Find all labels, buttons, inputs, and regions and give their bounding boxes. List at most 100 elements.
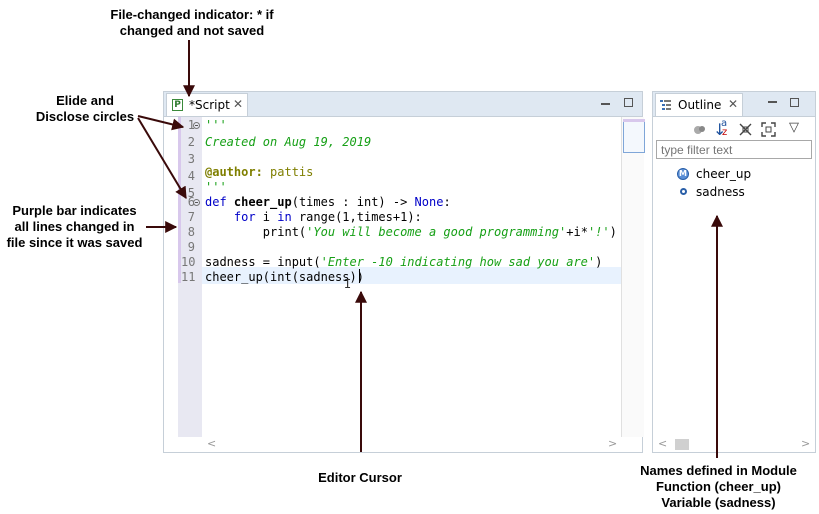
ibeam-cursor-icon: I	[344, 277, 352, 291]
line-number: 8	[187, 225, 195, 239]
scroll-left-icon[interactable]: <	[658, 437, 668, 450]
scroll-left-icon[interactable]: <	[207, 437, 217, 450]
code-text: )	[609, 225, 617, 239]
outline-panel[interactable]: Outline ✕ ↓ a z ▽ M cheer_up sadness < >	[652, 91, 816, 453]
maximize-icon[interactable]	[624, 98, 633, 107]
purple-bar-annotation-line-3: file since it was saved	[6, 235, 143, 250]
outline-item-sadness[interactable]: sadness	[696, 185, 745, 199]
code-text: sadness = input(	[205, 255, 321, 269]
elide-annotation: Elide and Disclose circles	[20, 93, 150, 125]
keyword: def	[205, 195, 227, 209]
code-text: +i*	[566, 225, 588, 239]
view-menu-icon[interactable]: ▽	[789, 120, 799, 135]
changed-lines-bar	[178, 117, 181, 283]
code-text: cheer_up(int(sadness))	[205, 270, 364, 284]
maximize-icon[interactable]	[790, 98, 799, 107]
outline-item-cheer-up[interactable]: cheer_up	[696, 167, 752, 181]
keyword: for	[205, 210, 256, 224]
code-line-4[interactable]: @author: pattis	[205, 165, 313, 179]
string-literal: 'You will become a good programming'	[306, 225, 567, 239]
horizontal-scrollbar[interactable]: < >	[202, 436, 621, 452]
current-line-highlight	[202, 267, 621, 284]
line-number: 10	[181, 255, 196, 269]
line-number: 2	[187, 135, 195, 149]
editor-tabbar: P *Script ✕	[164, 92, 642, 117]
code-line-5[interactable]: '''	[205, 180, 227, 194]
line-number: 7	[187, 210, 195, 224]
names-annotation-line-3: Variable (sadness)	[661, 495, 776, 510]
editor-panel[interactable]: P *Script ✕ 1 2 3 4 5 6 7 8 9 10 11 ''' …	[163, 91, 645, 453]
arrow-elide-bottom	[137, 117, 187, 200]
close-icon[interactable]: ✕	[233, 97, 244, 111]
file-changed-annotation-line-2: changed and not saved	[119, 23, 265, 38]
file-changed-annotation: File-changed indicator: * if changed and…	[97, 7, 287, 39]
keyword: None	[414, 195, 444, 209]
code-text: )	[595, 255, 603, 269]
line-number: 11	[181, 270, 196, 284]
line-number: 4	[187, 169, 195, 183]
code-text: range(1,times+1):	[291, 210, 422, 224]
code-line-6[interactable]: def cheer_up(times : int) -> None:	[205, 195, 451, 209]
outline-filter-input[interactable]	[656, 140, 812, 159]
keyword: in	[277, 210, 292, 224]
line-number: 3	[187, 152, 195, 166]
close-icon[interactable]: ✕	[728, 97, 739, 111]
function-name: cheer_up	[226, 195, 292, 209]
string-literal: 'Enter -10 indicating how sad you are'	[320, 255, 596, 269]
names-annotation: Names defined in Module Function (cheer_…	[626, 463, 811, 511]
change-marker	[623, 119, 645, 122]
file-changed-annotation-line-1: File-changed indicator: * if	[110, 7, 274, 22]
line-number: 1	[187, 118, 195, 132]
text-cursor	[359, 269, 360, 283]
arrow-elide-top	[137, 115, 185, 131]
minimize-icon[interactable]	[768, 101, 777, 103]
names-annotation-line-1: Names defined in Module	[640, 463, 797, 478]
hide-fields-icon[interactable]	[693, 124, 707, 136]
purple-bar-annotation-line-2: all lines changed in	[14, 219, 135, 234]
sort-a-label: a	[721, 118, 728, 129]
collapse-all-icon[interactable]	[739, 123, 752, 136]
tab-outline[interactable]: Outline ✕	[655, 93, 743, 116]
outline-icon	[660, 100, 671, 110]
code-text: :	[443, 195, 451, 209]
sort-z-label: z	[722, 127, 728, 138]
code-line-10[interactable]: sadness = input('Enter -10 indicating ho…	[205, 255, 602, 269]
elide-annotation-line-2: Disclose circles	[35, 109, 135, 124]
horizontal-scrollbar[interactable]: < >	[653, 436, 815, 452]
code-line-8[interactable]: print('You will become a good programmin…	[205, 225, 617, 239]
elide-annotation-line-1: Elide and	[56, 93, 114, 108]
docstring: '''	[205, 118, 227, 132]
tab-script[interactable]: P *Script ✕	[166, 93, 248, 116]
purple-bar-annotation-line-1: Purple bar indicates	[12, 203, 137, 218]
python-file-icon: P	[172, 99, 183, 111]
collapse-circle-icon[interactable]	[193, 122, 200, 129]
docstring: Created on Aug 19, 2019	[205, 135, 372, 149]
code-text: i	[255, 210, 278, 224]
code-line-2[interactable]: Created on Aug 19, 2019	[205, 135, 371, 149]
line-number: 5	[187, 186, 195, 200]
code-line-7[interactable]: for i in range(1,times+1):	[205, 210, 422, 224]
collapse-circle-icon[interactable]	[193, 199, 200, 206]
purple-bar-annotation: Purple bar indicates all lines changed i…	[2, 203, 147, 251]
line-number: 9	[187, 240, 195, 254]
sort-az-icon[interactable]: ↓	[713, 120, 727, 139]
names-annotation-line-2: Function (cheer_up)	[656, 479, 781, 494]
scroll-right-icon[interactable]: >	[801, 437, 811, 450]
line-number-gutter	[178, 117, 202, 437]
code-text: print(	[205, 225, 307, 239]
scroll-thumb[interactable]	[675, 439, 689, 450]
docstring: pattis	[262, 165, 314, 179]
tab-outline-label: Outline	[678, 98, 722, 112]
vertical-scrollbar[interactable]	[621, 117, 645, 437]
string-literal: '!'	[587, 225, 610, 239]
code-text: (times : int) ->	[291, 195, 415, 209]
code-line-11[interactable]: cheer_up(int(sadness))	[205, 270, 364, 284]
code-line-1[interactable]: '''	[205, 118, 227, 132]
scroll-right-icon[interactable]: >	[608, 437, 618, 450]
line-number: 6	[187, 195, 195, 209]
module-function-icon: M	[677, 168, 689, 180]
minimize-icon[interactable]	[601, 103, 610, 105]
expand-all-icon[interactable]	[761, 122, 776, 137]
outline-tabbar: Outline ✕	[653, 92, 815, 117]
